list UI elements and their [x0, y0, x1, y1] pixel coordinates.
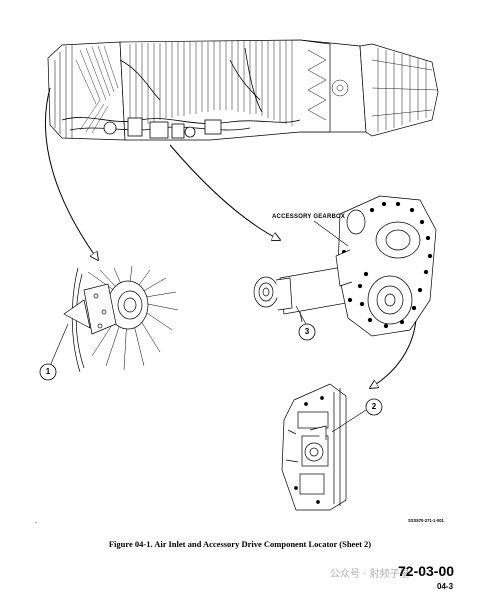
- callout-circle-1: [39, 363, 57, 381]
- watermark: 公众号 · 射频子星: [330, 569, 410, 580]
- callout-number-1: 1: [45, 367, 51, 376]
- stray-mark: .: [35, 516, 38, 525]
- callout-circle-3: [298, 323, 316, 341]
- leader-line-2: [331, 409, 367, 433]
- figure-caption: Figure 04-1. Air Inlet and Accessory Dri…: [108, 539, 372, 549]
- inlet-detail-view: [63, 265, 179, 373]
- drawing-number: SSS570-271-1-001: [408, 518, 444, 523]
- leader-line-1: [49, 323, 69, 367]
- accessory-gearbox-label: ACCESSORY GEARBOX: [272, 214, 346, 220]
- engine-drawing: [47, 39, 439, 141]
- leader-line-3: [295, 305, 308, 327]
- callout-number-3: 3: [304, 327, 310, 336]
- drive-detail-view: [281, 383, 347, 511]
- gearbox-detail-view: [253, 195, 437, 337]
- page-number: 04-3: [437, 582, 454, 591]
- callout-number-2: 2: [371, 402, 377, 411]
- gearbox-leader: [313, 220, 349, 247]
- ata-chapter-number: 72-03-00: [398, 563, 455, 579]
- callout-circle-2: [365, 398, 383, 416]
